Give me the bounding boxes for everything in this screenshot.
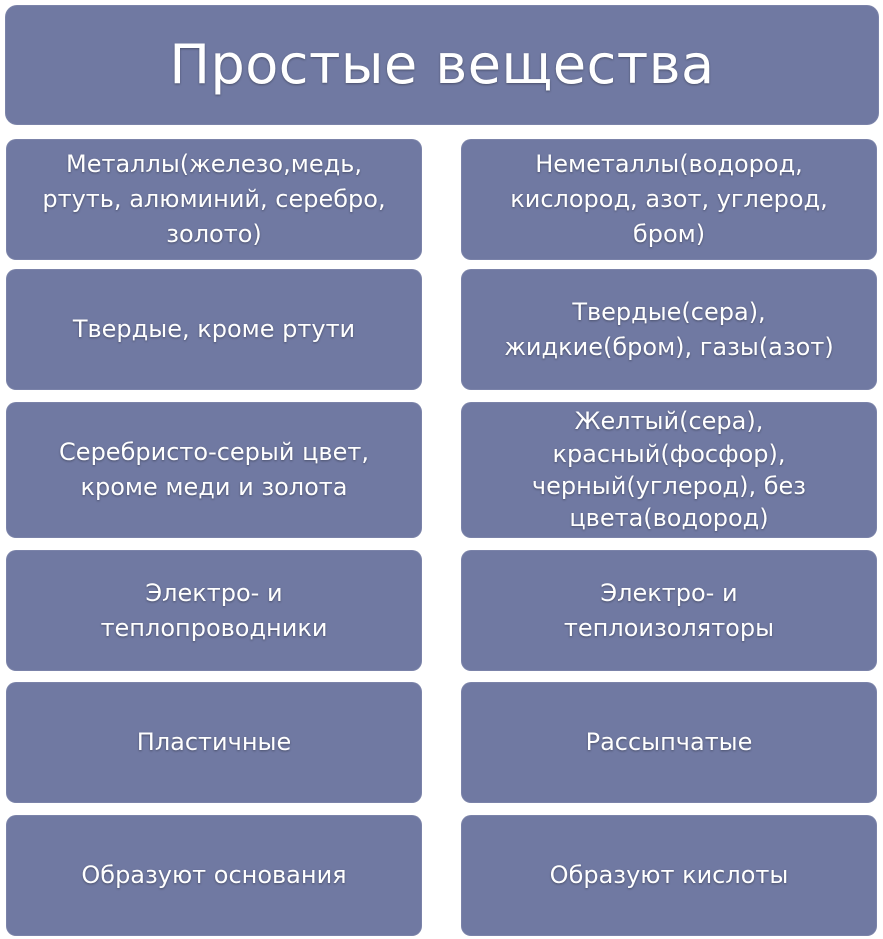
metals-color-box: Серебристо-серый цвет, кроме меди и золо… [6, 402, 422, 538]
metals-state-box: Твердые, кроме ртути [6, 269, 422, 390]
nonmetals-conductivity-box: Электро- и теплоизоляторы [461, 550, 877, 671]
metals-plasticity-box: Пластичные [6, 682, 422, 803]
nonmetals-compounds-box: Образуют кислоты [461, 815, 877, 936]
nonmetals-color-box: Желтый(сера), красный(фосфор), черный(уг… [461, 402, 877, 538]
metals-conductivity-box: Электро- и теплопроводники [6, 550, 422, 671]
metals-conductivity-text: Электро- и теплопроводники [100, 578, 328, 642]
diagram-title: Простые вещества [169, 33, 715, 97]
metals-header-text: Металлы(железо,медь, ртуть, алюминий, се… [42, 150, 386, 248]
nonmetals-plasticity-text: Рассыпчатые [585, 728, 753, 757]
metals-header-box: Металлы(железо,медь, ртуть, алюминий, се… [6, 139, 422, 260]
nonmetals-state-box: Твердые(сера), жидкие(бром), газы(азот) [461, 269, 877, 390]
nonmetals-compounds-text: Образуют кислоты [549, 861, 789, 890]
metals-compounds-box: Образуют основания [6, 815, 422, 936]
metals-color-text: Серебристо-серый цвет, кроме меди и золо… [59, 438, 369, 501]
nonmetals-conductivity-text: Электро- и теплоизоляторы [563, 578, 775, 642]
nonmetals-header-box: Неметаллы(водород, кислород, азот, углер… [461, 139, 877, 260]
nonmetals-state-text: Твердые(сера), жидкие(бром), газы(азот) [504, 297, 834, 361]
nonmetals-color-text: Желтый(сера), красный(фосфор), черный(уг… [531, 407, 807, 533]
metals-compounds-text: Образуют основания [81, 861, 347, 890]
nonmetals-header-text: Неметаллы(водород, кислород, азот, углер… [510, 150, 828, 248]
title-box: Простые вещества [5, 5, 879, 125]
metals-plasticity-text: Пластичные [136, 728, 292, 757]
metals-state-text: Твердые, кроме ртути [72, 315, 356, 344]
nonmetals-plasticity-box: Рассыпчатые [461, 682, 877, 803]
